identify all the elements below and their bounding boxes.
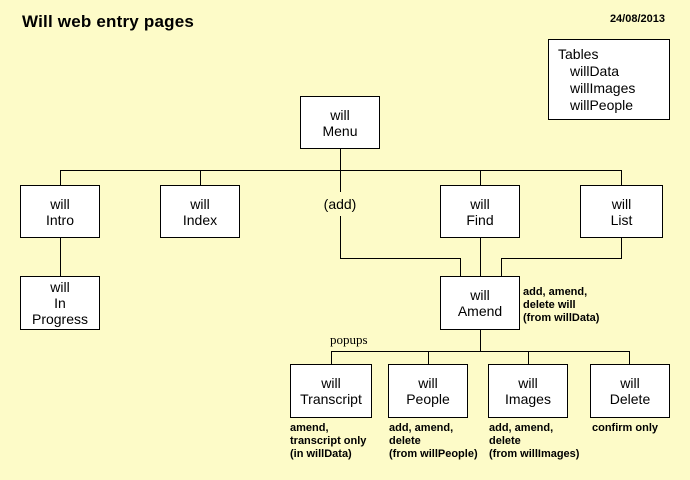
page-title: Will web entry pages [22,12,194,31]
node-will-find: will Find [440,185,520,238]
connector-add-lower [340,216,341,258]
tables-legend-title: Tables [558,46,599,62]
connector-list-to-amend-v [501,258,502,276]
connector-add-to-amend-h [340,258,461,259]
connector-drop-list [621,170,622,186]
node-will-delete: will Delete [590,364,670,418]
connector-level2-bracket [60,170,622,171]
connector-add-to-amend-v [460,258,461,276]
connector-intro-to-inprogress [60,238,61,276]
connector-list-down [621,238,622,259]
connector-list-to-amend-h [501,258,622,259]
connector-add-upper [340,170,341,192]
connector-menu-down [340,148,341,170]
connector-drop-find [480,170,481,186]
node-will-people: will People [388,364,468,418]
connector-drop-images [528,351,529,364]
connector-drop-people [428,351,429,364]
node-will-list: will List [580,185,663,238]
node-will-menu: will Menu [300,96,380,149]
popups-label: popups [330,332,368,347]
connector-drop-index [200,170,201,186]
connector-popups-bracket [331,351,630,352]
note-will-people: add, amend, delete (from willPeople) [389,422,478,460]
note-will-images: add, amend, delete (from willImages) [489,422,580,460]
note-will-delete: confirm only [592,422,659,434]
node-will-intro: will Intro [20,185,100,238]
connector-find-to-amend [480,238,481,276]
connector-drop-delete [629,351,630,364]
node-will-amend: will Amend [440,276,520,330]
node-will-index: will Index [160,185,240,238]
node-add-label: (add) [323,196,357,212]
note-will-amend: add, amend, delete will (from willData) [523,286,600,324]
node-will-transcript: will Transcript [290,364,372,418]
node-will-images: will Images [488,364,568,418]
connector-drop-intro [60,170,61,186]
note-will-transcript: amend, transcript only (in willData) [290,422,367,460]
connector-drop-transcript [331,351,332,364]
tables-legend-item-willimages: willImages [570,80,636,96]
tables-legend-item-willpeople: willPeople [570,97,634,113]
tables-legend: Tables willData willImages willPeople [548,39,670,120]
tables-legend-item-willdata: willData [570,63,620,79]
node-will-in-progress: will In Progress [20,276,100,330]
connector-amend-down [480,330,481,351]
date-label: 24/08/2013 [609,13,665,25]
